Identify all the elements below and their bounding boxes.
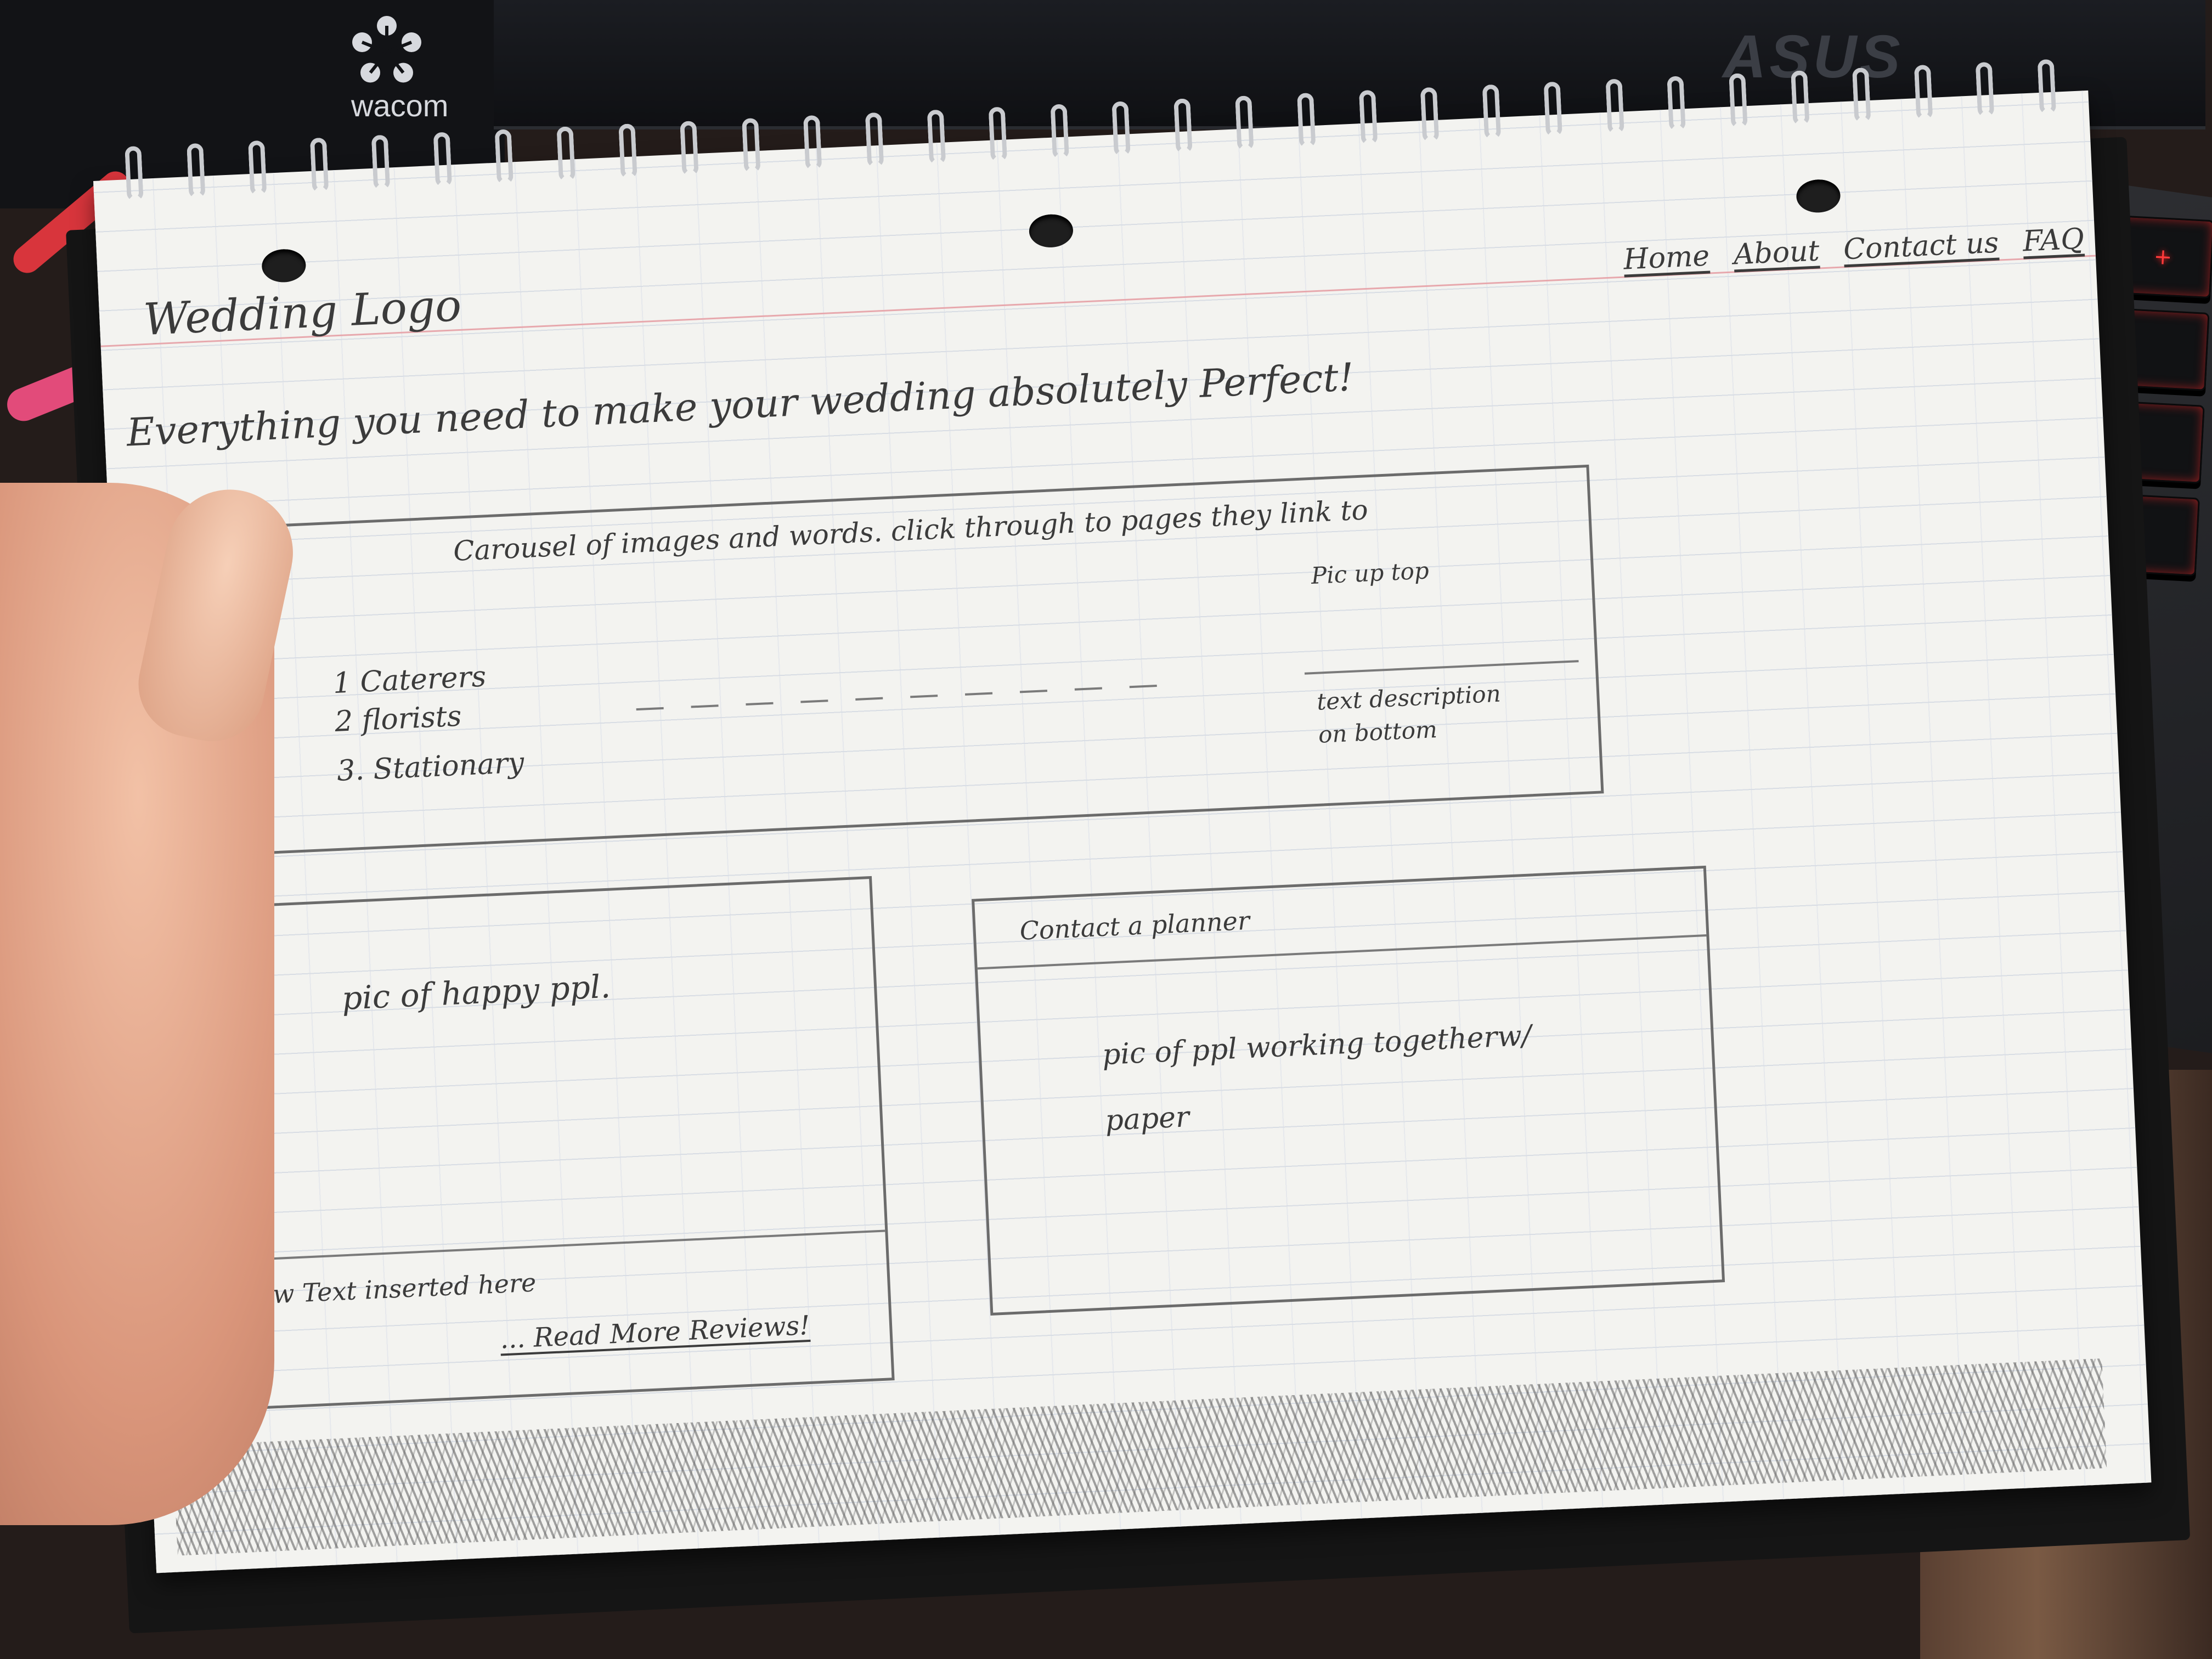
carousel-item-3[interactable]: 3. Stationary [336, 746, 525, 788]
monitor-brand-label: ASUS [1723, 23, 1904, 91]
contact-pic-label-2: paper [1104, 1101, 1190, 1138]
sketch-paper: Wedding Logo Home About Contact us FAQ E… [93, 59, 2152, 1573]
contact-pic-label-1: pic of ppl working togetherw/ [1101, 1019, 1532, 1072]
nav-faq-link[interactable]: FAQ [2022, 222, 2085, 258]
wireframe-tagline: Everything you need to make your wedding… [126, 354, 1355, 455]
reviews-box: pic of happy ppl. Review Text inserted h… [170, 876, 895, 1413]
punch-hole [1028, 213, 1074, 249]
carousel-box[interactable]: Carousel of images and words. click thro… [174, 464, 1604, 858]
punch-hole [1796, 178, 1841, 214]
nav-home-link[interactable]: Home [1623, 239, 1711, 276]
read-more-reviews-link[interactable]: ... Read More Reviews! [499, 1310, 811, 1355]
carousel-text-label-2: on bottom [1317, 715, 1438, 748]
tablet-brand-label: wacom [351, 88, 449, 123]
contact-planner-header: Contact a planner [1019, 905, 1250, 946]
nav-contact-link[interactable]: Contact us [1842, 226, 2000, 267]
carousel-item-2[interactable]: 2 florists [334, 699, 462, 739]
wireframe-nav: Home About Contact us FAQ [1623, 223, 2085, 276]
nav-about-link[interactable]: About [1733, 234, 1820, 272]
punch-hole [261, 248, 307, 284]
laptop-screen-bezel: ASUS [494, 0, 2205, 129]
carousel-item-1[interactable]: 1 Caterers [332, 660, 487, 701]
carousel-divider [1304, 660, 1579, 675]
carousel-note: Carousel of images and words. click thro… [452, 494, 1369, 567]
reviews-pic-label: pic of happy ppl. [341, 967, 612, 1017]
wacom-logo-icon [352, 16, 421, 83]
reviews-divider [189, 1229, 885, 1264]
carousel-text-label-1: text description [1316, 680, 1502, 715]
wireframe-logo: Wedding Logo [142, 279, 462, 346]
carousel-pic-label: Pic up top [1310, 557, 1430, 590]
contact-planner-box[interactable]: Contact a planner pic of ppl working tog… [972, 865, 1725, 1316]
